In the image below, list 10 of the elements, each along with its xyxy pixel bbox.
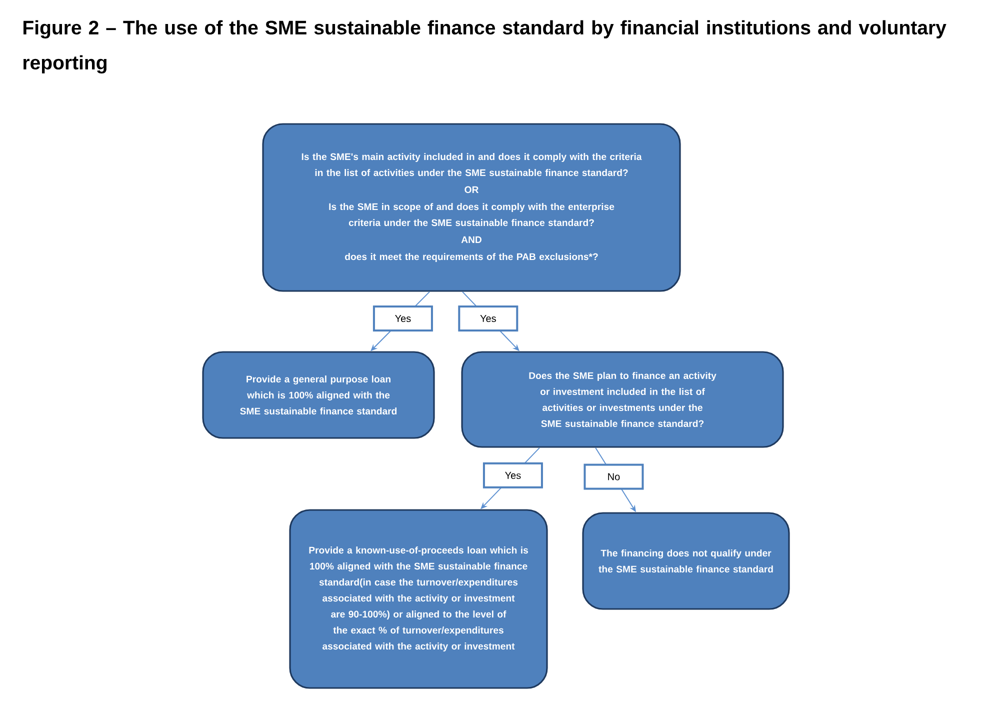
edge-label: No (584, 464, 644, 490)
process-box: The financing does not qualify under the SME sustainable finance standard (582, 512, 790, 610)
decision-box: Is the SME's main activity included in and does it comply with the criteria in the list of activities under the SME sustainable finance standard? OR Is the SME in scope of and does it comply with the enterprise criteria under the SME sustainable finance standard? AND does it meet the requirements of the PAB exclusions*? (262, 123, 681, 292)
decision-box: Does the SME plan to finance an activity or investment included in the list of activities or investments under the SME sustainable finance standard? (461, 351, 784, 448)
figure-title: Figure 2 – The use of the SME sustainable finance standard by financial institutions and voluntary reporting (24, 20, 946, 74)
edge-label: Yes (482, 462, 543, 488)
edge-label: Yes (458, 306, 518, 332)
process-box: Provide a general purpose loan which is 100% aligned with the SME sustainable finance standard (202, 351, 435, 439)
edge-label: Yes (372, 306, 433, 332)
process-box: Provide a known-use-of-proceeds loan which is 100% aligned with the SME sustainable finance standard(in case the turnover/expenditures associated with the activity or investment are 90-100%) or aligned to the level of the exact % of turnover/expenditures associated with the activity or investment (289, 509, 548, 689)
